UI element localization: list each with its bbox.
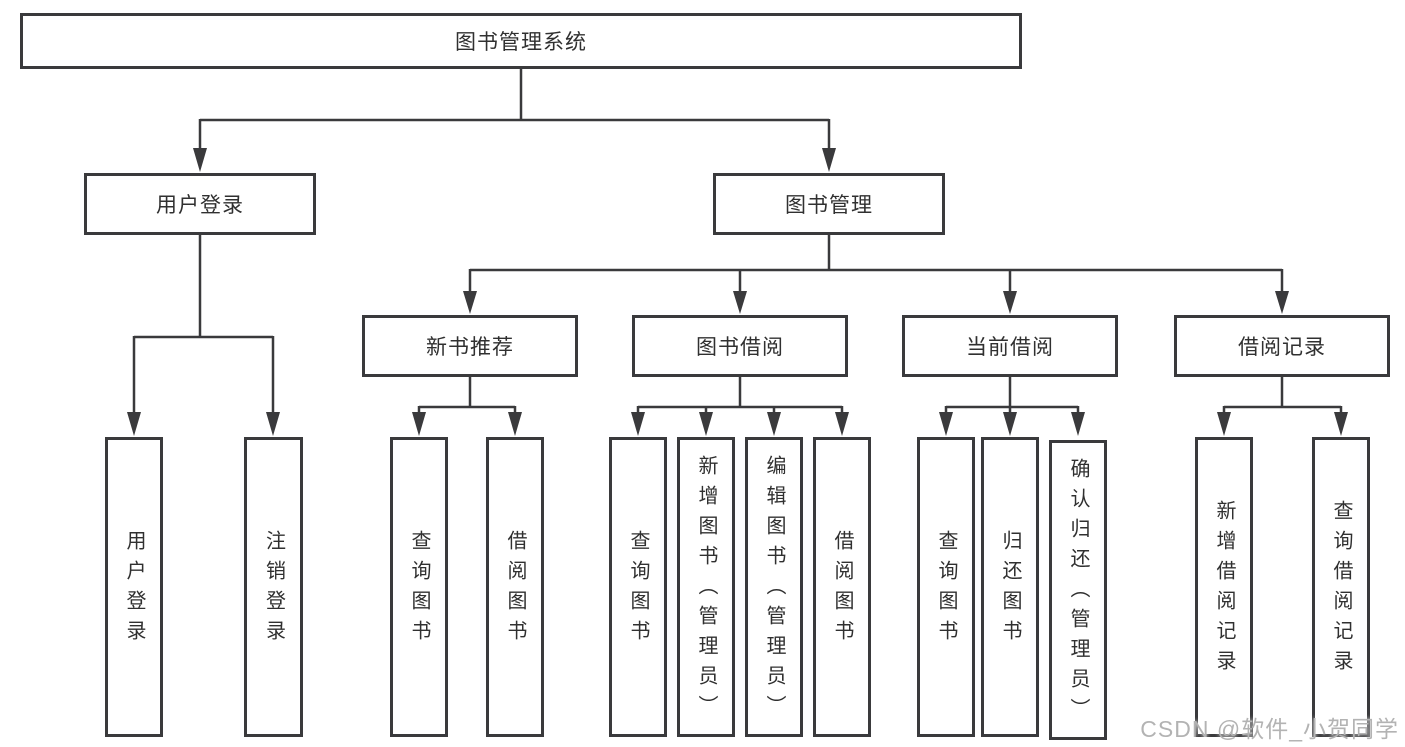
leaf-borrow-books-recommendation: 借阅图书 bbox=[486, 437, 544, 737]
node-user-login: 用户登录 bbox=[84, 173, 316, 235]
leaf-query-borrow-record: 查询借阅记录 bbox=[1312, 437, 1370, 737]
node-book-management: 图书管理 bbox=[713, 173, 945, 235]
leaf-query-books-borrowing: 查询图书 bbox=[609, 437, 667, 737]
leaf-confirm-return-admin: 确认归还（管理员） bbox=[1049, 440, 1107, 740]
leaf-logout: 注销登录 bbox=[244, 437, 303, 737]
connector-arrowheads bbox=[127, 148, 1348, 436]
leaf-add-borrow-record: 新增借阅记录 bbox=[1195, 437, 1253, 737]
node-library-management-system: 图书管理系统 bbox=[20, 13, 1022, 69]
leaf-edit-books-admin: 编辑图书（管理员） bbox=[745, 437, 803, 737]
node-new-book-recommendation: 新书推荐 bbox=[362, 315, 578, 377]
node-book-borrowing: 图书借阅 bbox=[632, 315, 848, 377]
csdn-watermark: CSDN @软件_小贺同学 bbox=[1140, 716, 1399, 742]
leaf-query-books-recommendation: 查询图书 bbox=[390, 437, 448, 737]
node-borrowing-records: 借阅记录 bbox=[1174, 315, 1390, 377]
node-current-borrowing: 当前借阅 bbox=[902, 315, 1118, 377]
leaf-query-books-current: 查询图书 bbox=[917, 437, 975, 737]
leaf-add-books-admin: 新增图书（管理员） bbox=[677, 437, 735, 737]
connector-strokes bbox=[132, 69, 1343, 414]
leaf-borrow-books-borrowing: 借阅图书 bbox=[813, 437, 871, 737]
leaf-user-login: 用户登录 bbox=[105, 437, 163, 737]
leaf-return-books: 归还图书 bbox=[981, 437, 1039, 737]
